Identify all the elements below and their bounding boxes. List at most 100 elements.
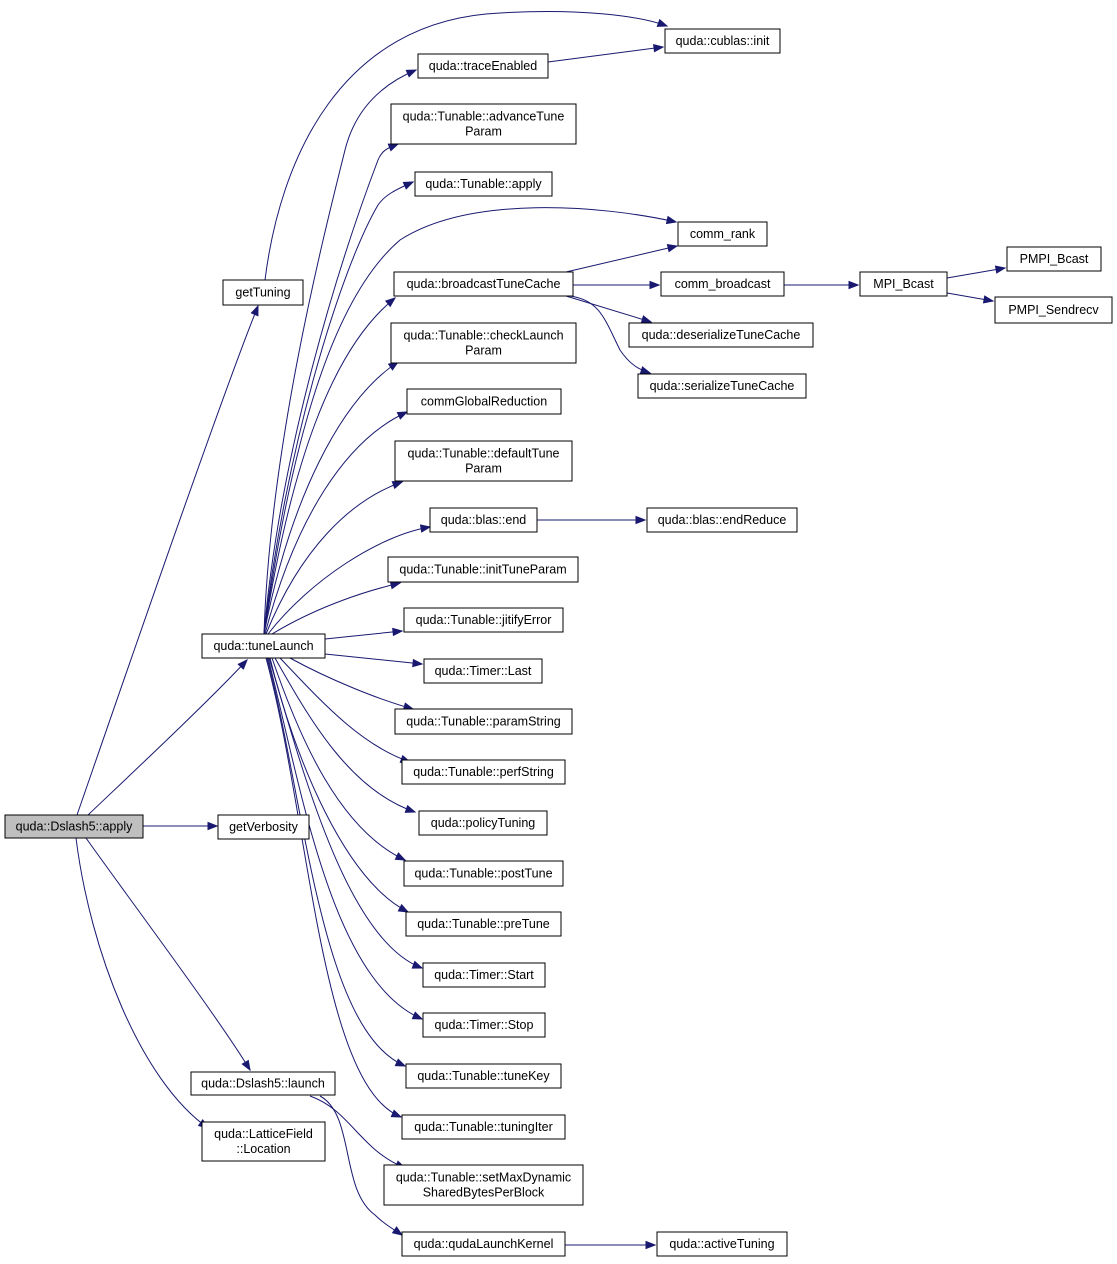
node-trace-enabled[interactable]: quda::traceEnabled	[417, 53, 549, 79]
node-comm-global-reduction[interactable]: commGlobalReduction	[406, 388, 562, 415]
arrowhead-icon	[397, 903, 410, 913]
edge-line	[263, 181, 414, 635]
edge-line	[85, 837, 251, 1071]
node-label: getTuning	[235, 286, 290, 300]
node-param-string[interactable]: quda::Tunable::paramString	[394, 708, 573, 735]
arrowhead-icon	[635, 515, 647, 525]
arrowhead-icon	[237, 658, 248, 670]
node-label: quda::cublas::init	[676, 34, 770, 48]
node-lattice-field-location[interactable]: quda::LatticeField::Location	[201, 1121, 326, 1162]
node-box	[401, 1231, 566, 1257]
node-label: quda::Tunable::tuningIter	[414, 1120, 553, 1134]
edge-tuneLaunch-to-tuneKey	[266, 657, 407, 1067]
node-serialize-tune-cache[interactable]: quda::serializeTuneCache	[637, 373, 807, 399]
node-pmpi-sendrecv[interactable]: PMPI_Sendrecv	[994, 296, 1113, 324]
node-deserialize-tune-cache[interactable]: quda::deserializeTuneCache	[628, 322, 814, 348]
arrowhead-icon	[384, 297, 397, 308]
node-cublas-init[interactable]: quda::cublas::init	[664, 28, 781, 54]
node-box	[406, 388, 562, 415]
node-set-max-dynamic-shared-bytes[interactable]: quda::Tunable::setMaxDynamicSharedBytesP…	[383, 1164, 584, 1206]
edge-line	[263, 361, 399, 635]
node-box	[190, 1071, 336, 1096]
edge-line	[263, 143, 399, 635]
edge-line	[274, 657, 416, 813]
node-tunable-apply[interactable]: quda::Tunable::apply	[414, 171, 553, 197]
node-dslash5-launch[interactable]: quda::Dslash5::launch	[190, 1071, 336, 1096]
node-active-tuning[interactable]: quda::activeTuning	[656, 1231, 788, 1257]
node-label: quda::broadcastTuneCache	[407, 277, 561, 291]
edge-tuneLaunch-to-traceEnabled	[263, 69, 418, 635]
node-perf-string[interactable]: quda::Tunable::perfString	[401, 759, 566, 785]
node-blas-end-reduce[interactable]: quda::blas::endReduce	[646, 507, 798, 533]
edge-line	[265, 481, 403, 635]
arrowhead-icon	[404, 804, 417, 813]
node-box	[994, 296, 1113, 324]
node-timer-start[interactable]: quda::Timer::Start	[422, 962, 546, 988]
node-init-tune-param[interactable]: quda::Tunable::initTuneParam	[387, 556, 579, 583]
node-get-verbosity[interactable]: getVerbosity	[217, 814, 310, 840]
node-box	[394, 708, 573, 735]
node-tune-key[interactable]: quda::Tunable::tuneKey	[405, 1063, 562, 1089]
node-label: commGlobalReduction	[421, 395, 547, 409]
node-pre-tune[interactable]: quda::Tunable::preTune	[405, 911, 562, 937]
edge-tuneLaunch-to-paramString	[289, 657, 415, 711]
edge-tuneLaunch-to-tunableApply	[263, 181, 415, 635]
node-label: quda::Tunable::tuneKey	[417, 1069, 550, 1083]
node-post-tune[interactable]: quda::Tunable::postTune	[403, 860, 564, 887]
node-label: quda::Dslash5::apply	[16, 820, 133, 834]
node-tuning-iter[interactable]: quda::Tunable::tuningIter	[401, 1114, 566, 1140]
node-jitify-error[interactable]: quda::Tunable::jitifyError	[403, 607, 564, 633]
node-broadcast-tune-cache[interactable]: quda::broadcastTuneCache	[393, 271, 574, 297]
node-policy-tuning[interactable]: quda::policyTuning	[418, 810, 548, 836]
node-box	[401, 759, 566, 785]
node-box	[637, 373, 807, 399]
node-box	[403, 860, 564, 887]
node-box	[423, 658, 543, 684]
node-tune-launch[interactable]: quda::tuneLaunch	[201, 633, 326, 659]
node-box	[664, 28, 781, 54]
node-timer-last[interactable]: quda::Timer::Last	[423, 658, 543, 684]
node-pmpi-bcast[interactable]: PMPI_Bcast	[1006, 246, 1102, 272]
edge-line	[76, 305, 259, 816]
node-label: Param	[465, 125, 502, 139]
node-label: quda::activeTuning	[669, 1237, 774, 1251]
node-label: quda::Timer::Last	[435, 664, 532, 678]
node-dslash5-apply[interactable]: quda::Dslash5::apply	[4, 814, 144, 839]
arrowhead-icon	[982, 295, 995, 304]
node-quda-launch-kernel[interactable]: quda::qudaLaunchKernel	[401, 1231, 566, 1257]
node-box	[390, 322, 577, 364]
node-box	[401, 1114, 566, 1140]
node-box	[417, 53, 549, 79]
edge-tuneLaunch-to-postTune	[271, 657, 407, 861]
edge-tuneLaunch-to-broadcastTuneCache	[263, 297, 397, 635]
arrowhead-icon	[391, 1226, 404, 1236]
edge-tuneLaunch-to-commRank	[263, 207, 678, 635]
edge-tuneLaunch-to-perfString	[279, 657, 412, 763]
node-box	[656, 1231, 788, 1257]
edge-line	[87, 659, 248, 816]
node-box	[390, 103, 577, 145]
edge-broadcastTuneCache-to-serialize	[569, 295, 652, 375]
node-label: ::Location	[236, 1142, 290, 1156]
node-comm-broadcast[interactable]: comm_broadcast	[660, 271, 785, 297]
node-timer-stop[interactable]: quda::Timer::Stop	[422, 1012, 546, 1038]
node-label: SharedBytesPerBlock	[423, 1186, 545, 1200]
node-label: quda::Tunable::preTune	[417, 917, 550, 931]
edge-line	[289, 657, 414, 710]
node-mpi-bcast[interactable]: MPI_Bcast	[859, 271, 948, 297]
arrowhead-icon	[665, 215, 678, 225]
node-comm-rank[interactable]: comm_rank	[677, 221, 768, 247]
edge-line	[946, 267, 1006, 279]
node-box	[387, 556, 579, 583]
arrowhead-icon	[392, 627, 404, 637]
arrowhead-icon	[389, 581, 402, 590]
node-get-tuning[interactable]: getTuning	[222, 279, 304, 306]
arrowhead-icon	[994, 265, 1007, 274]
arrowhead-icon	[412, 658, 424, 668]
node-label: quda::Tunable::defaultTune	[408, 447, 560, 461]
node-label: PMPI_Bcast	[1020, 252, 1089, 266]
node-blas-end[interactable]: quda::blas::end	[429, 507, 538, 533]
